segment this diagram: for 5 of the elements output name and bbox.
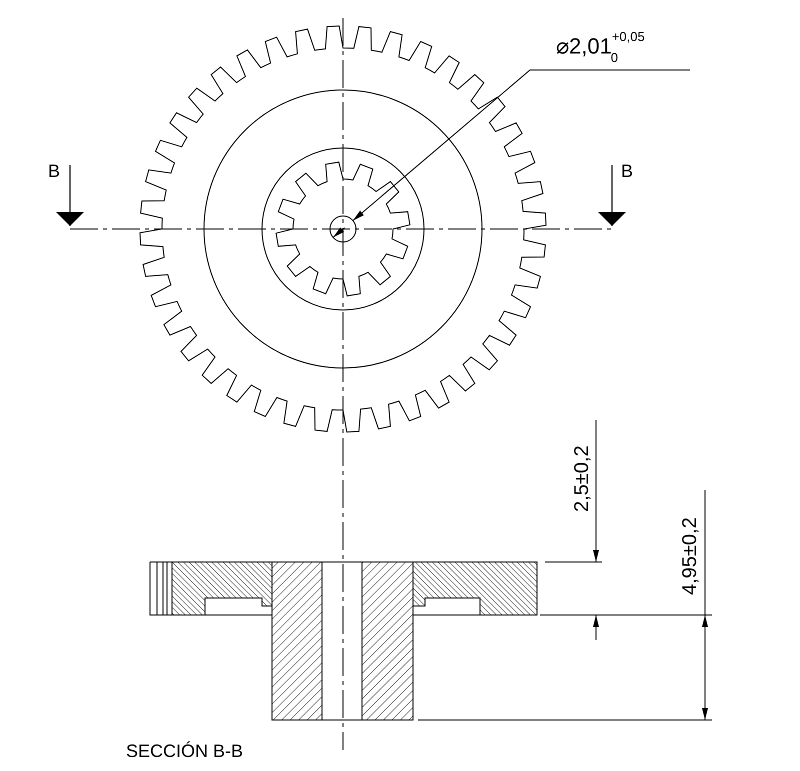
section-letter: B bbox=[621, 162, 634, 180]
section-title: SECCIÓN B-B bbox=[126, 742, 244, 760]
dimension-text: 4,95±0,2 bbox=[680, 517, 700, 595]
dimension-text: 2,5±0,2 bbox=[572, 445, 592, 512]
section-letter: B bbox=[48, 162, 60, 180]
